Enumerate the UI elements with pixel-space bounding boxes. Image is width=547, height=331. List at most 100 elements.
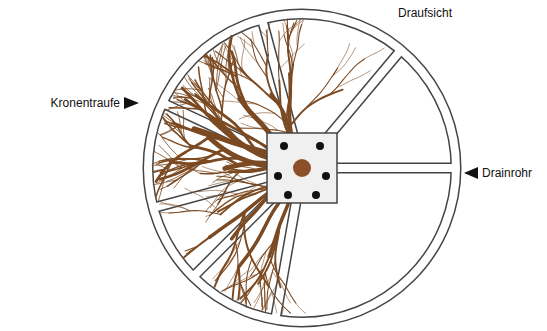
tree-roots — [152, 18, 384, 313]
root-stroke — [293, 20, 304, 30]
root-stroke — [202, 166, 237, 181]
root-stroke — [214, 191, 247, 211]
root-stroke — [158, 133, 162, 137]
root-stroke — [206, 55, 240, 89]
root-stroke — [365, 48, 385, 59]
root-stroke — [253, 283, 264, 310]
root-stroke — [259, 29, 267, 38]
root-stroke — [160, 204, 190, 211]
root-stroke — [242, 40, 245, 70]
root-stroke — [234, 46, 241, 76]
root-stroke — [252, 32, 254, 44]
root-stroke — [271, 261, 296, 303]
root-stroke — [167, 114, 190, 146]
shaft-square — [267, 133, 337, 203]
root-stroke — [169, 211, 221, 215]
root-stroke — [240, 256, 269, 298]
root-stroke — [184, 237, 209, 257]
root-stroke — [254, 271, 272, 302]
root-stroke — [185, 247, 196, 251]
root-stroke — [163, 117, 181, 133]
root-stroke — [238, 128, 287, 132]
root-stroke — [240, 37, 257, 62]
part-label: Kronentraufe — [51, 96, 120, 110]
root-stroke — [174, 96, 182, 97]
root-stroke — [227, 162, 255, 169]
root-stroke — [297, 18, 301, 48]
root-stroke — [242, 33, 266, 66]
root-stroke — [284, 19, 291, 32]
root-stroke — [221, 101, 258, 104]
root-stroke — [183, 86, 204, 103]
root-stroke — [152, 159, 191, 166]
root-stroke — [275, 224, 280, 288]
tree-trunk — [293, 159, 311, 177]
root-stroke — [282, 307, 283, 314]
root-stroke — [267, 262, 275, 310]
root-stroke — [211, 57, 219, 69]
root-stroke — [232, 168, 271, 170]
root-stroke — [175, 159, 201, 173]
root-stroke — [272, 271, 290, 302]
root-stroke — [330, 59, 365, 94]
root-stroke — [164, 103, 187, 111]
root-stroke — [283, 23, 284, 35]
root-stroke — [250, 236, 278, 275]
root-stroke — [213, 252, 237, 279]
root-stroke — [251, 39, 267, 76]
root-stroke — [272, 291, 277, 312]
root-stroke — [332, 44, 349, 77]
root-stroke — [278, 44, 304, 71]
root-stroke — [171, 102, 187, 104]
part-label: Drainrohr — [482, 166, 532, 180]
root-stroke — [296, 303, 306, 313]
root-stroke — [299, 21, 303, 33]
root-stroke — [235, 287, 252, 301]
root-stroke — [209, 181, 247, 186]
root-stroke — [231, 40, 238, 63]
root-stroke — [238, 100, 282, 119]
view-title: Draufsicht — [398, 6, 452, 20]
root-stroke — [261, 298, 263, 307]
root-stroke — [241, 68, 281, 105]
root-stroke — [206, 115, 275, 155]
root-stroke — [244, 115, 278, 130]
root-stroke — [239, 113, 275, 119]
root-stroke — [217, 176, 268, 186]
root-stroke — [246, 260, 252, 308]
root-stroke — [232, 52, 250, 113]
root-stroke — [288, 23, 294, 52]
root-stroke — [209, 78, 238, 101]
root-stroke — [204, 56, 236, 77]
root-stroke — [206, 194, 245, 197]
root-stroke — [222, 268, 265, 291]
root-stroke — [161, 212, 169, 213]
root-stroke — [267, 22, 271, 46]
pointer-arrow — [124, 97, 139, 109]
root-stroke — [185, 77, 214, 111]
drain-pipes-inner — [148, 14, 456, 322]
root-stroke — [183, 110, 185, 139]
pointer-arrow — [464, 167, 478, 179]
root-stroke — [160, 202, 190, 211]
root-stroke — [152, 161, 159, 164]
root-stroke — [189, 79, 203, 90]
root-stroke — [337, 70, 370, 87]
root-stroke — [278, 31, 280, 80]
pipe-openings — [274, 142, 330, 199]
root-stroke — [280, 20, 301, 41]
drain-pipes-outline — [148, 14, 456, 322]
root-stroke — [262, 298, 264, 307]
root-stroke — [205, 57, 227, 68]
root-stroke — [238, 36, 253, 47]
root-stroke — [163, 137, 201, 148]
root-stroke — [263, 278, 281, 310]
root-stroke — [160, 186, 167, 189]
root-stroke — [290, 90, 343, 127]
root-stroke — [241, 280, 258, 303]
root-stroke — [199, 190, 238, 193]
root-stroke — [224, 275, 257, 290]
root-stroke — [332, 48, 355, 77]
root-stroke — [241, 123, 277, 130]
